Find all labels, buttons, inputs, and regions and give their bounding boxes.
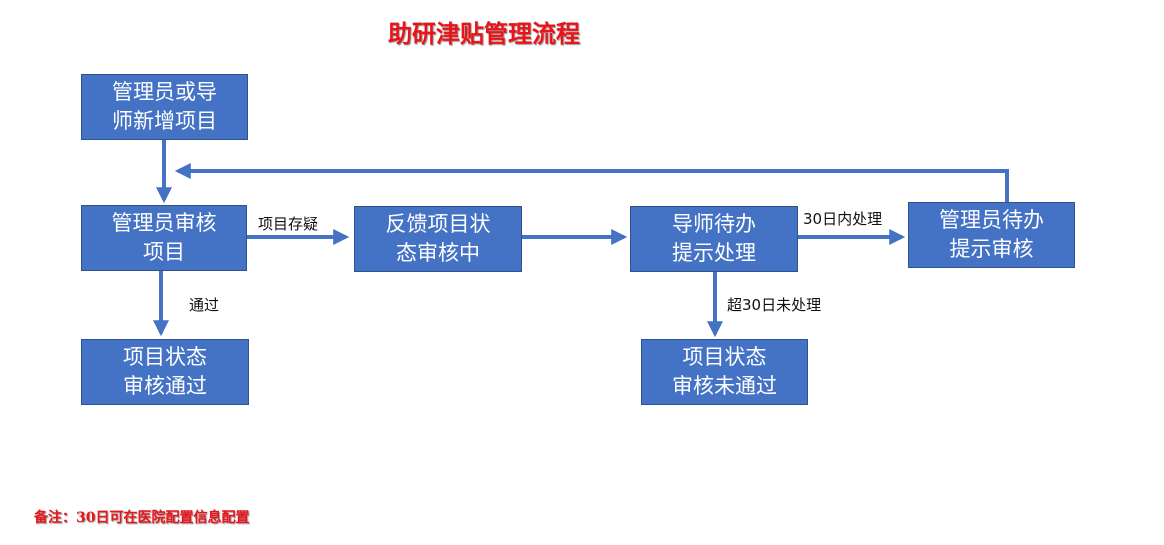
node-admin-pending: 管理员待办提示审核: [908, 202, 1075, 268]
edge-label-pass: 通过: [189, 296, 220, 314]
node-approved: 项目状态审核通过: [81, 339, 249, 405]
page-title: 助研津贴管理流程: [388, 19, 580, 48]
footnote: 备注：30日可在医院配置信息配置: [34, 510, 250, 526]
edge-label-doubt: 项目存疑: [258, 215, 319, 233]
node-feedback-review: 反馈项目状态审核中: [354, 206, 522, 272]
node-not-approved: 项目状态审核未通过: [641, 339, 808, 405]
edge-label-within-30: 30日内处理: [803, 210, 883, 228]
node-tutor-pending: 导师待办提示处理: [630, 206, 798, 272]
edge-label-over-30: 超30日未处理: [727, 296, 822, 314]
node-new-project: 管理员或导师新增项目: [81, 74, 248, 140]
node-admin-review: 管理员审核项目: [81, 205, 247, 271]
arrow-admin-back-to-review: [174, 163, 1009, 202]
